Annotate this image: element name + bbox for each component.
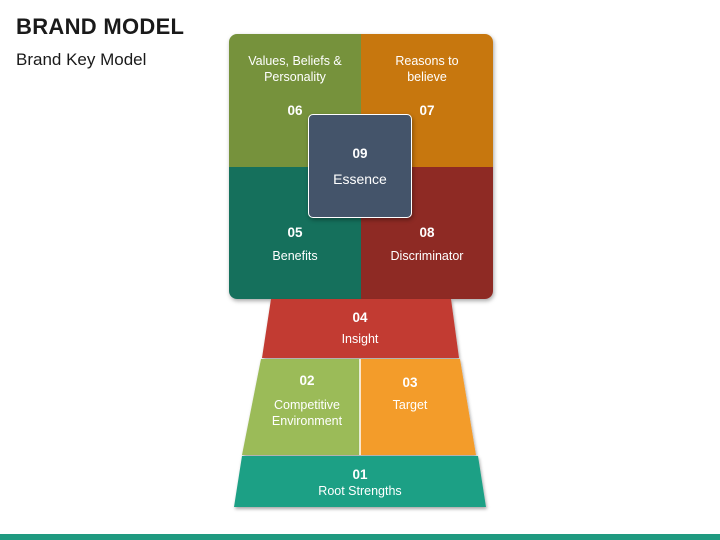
target-label: Target [392, 398, 428, 412]
competitive-text: 02 Competitive Environment [252, 372, 362, 429]
benefits-label: Benefits [272, 248, 318, 263]
root-number: 01 [352, 467, 368, 482]
discriminator-label: Discriminator [390, 248, 464, 263]
values-quadrant: Values, Beliefs & Personality 06 [229, 34, 361, 167]
root-label: Root Strengths [318, 484, 402, 498]
competitive-number: 02 [299, 373, 315, 388]
insight-label: Insight [341, 332, 379, 346]
discriminator-number: 08 [419, 224, 435, 240]
page-title: BRAND MODEL [16, 14, 185, 39]
essence-box: 09 Essence [308, 114, 412, 218]
insight-text: 04 Insight [300, 309, 420, 347]
target-text: 03 Target [360, 374, 460, 413]
values-number: 06 [287, 103, 303, 118]
root-text: 01 Root Strengths [280, 466, 440, 499]
essence-label: Essence [333, 171, 387, 187]
reasons-number: 07 [419, 103, 435, 118]
target-block [360, 359, 476, 455]
competitive-label: Competitive Environment [271, 398, 343, 428]
insight-number: 04 [352, 310, 368, 325]
page-subtitle: Brand Key Model [16, 50, 147, 69]
reasons-label: Reasons to believe [395, 54, 459, 84]
target-number: 03 [402, 375, 418, 390]
benefits-number: 05 [287, 224, 303, 240]
footer-accent-bar [0, 534, 720, 540]
root-block [234, 456, 486, 507]
values-label: Values, Beliefs & Personality [248, 54, 342, 84]
competitive-block [242, 359, 360, 455]
insight-block [262, 299, 459, 358]
essence-number: 09 [352, 146, 368, 161]
